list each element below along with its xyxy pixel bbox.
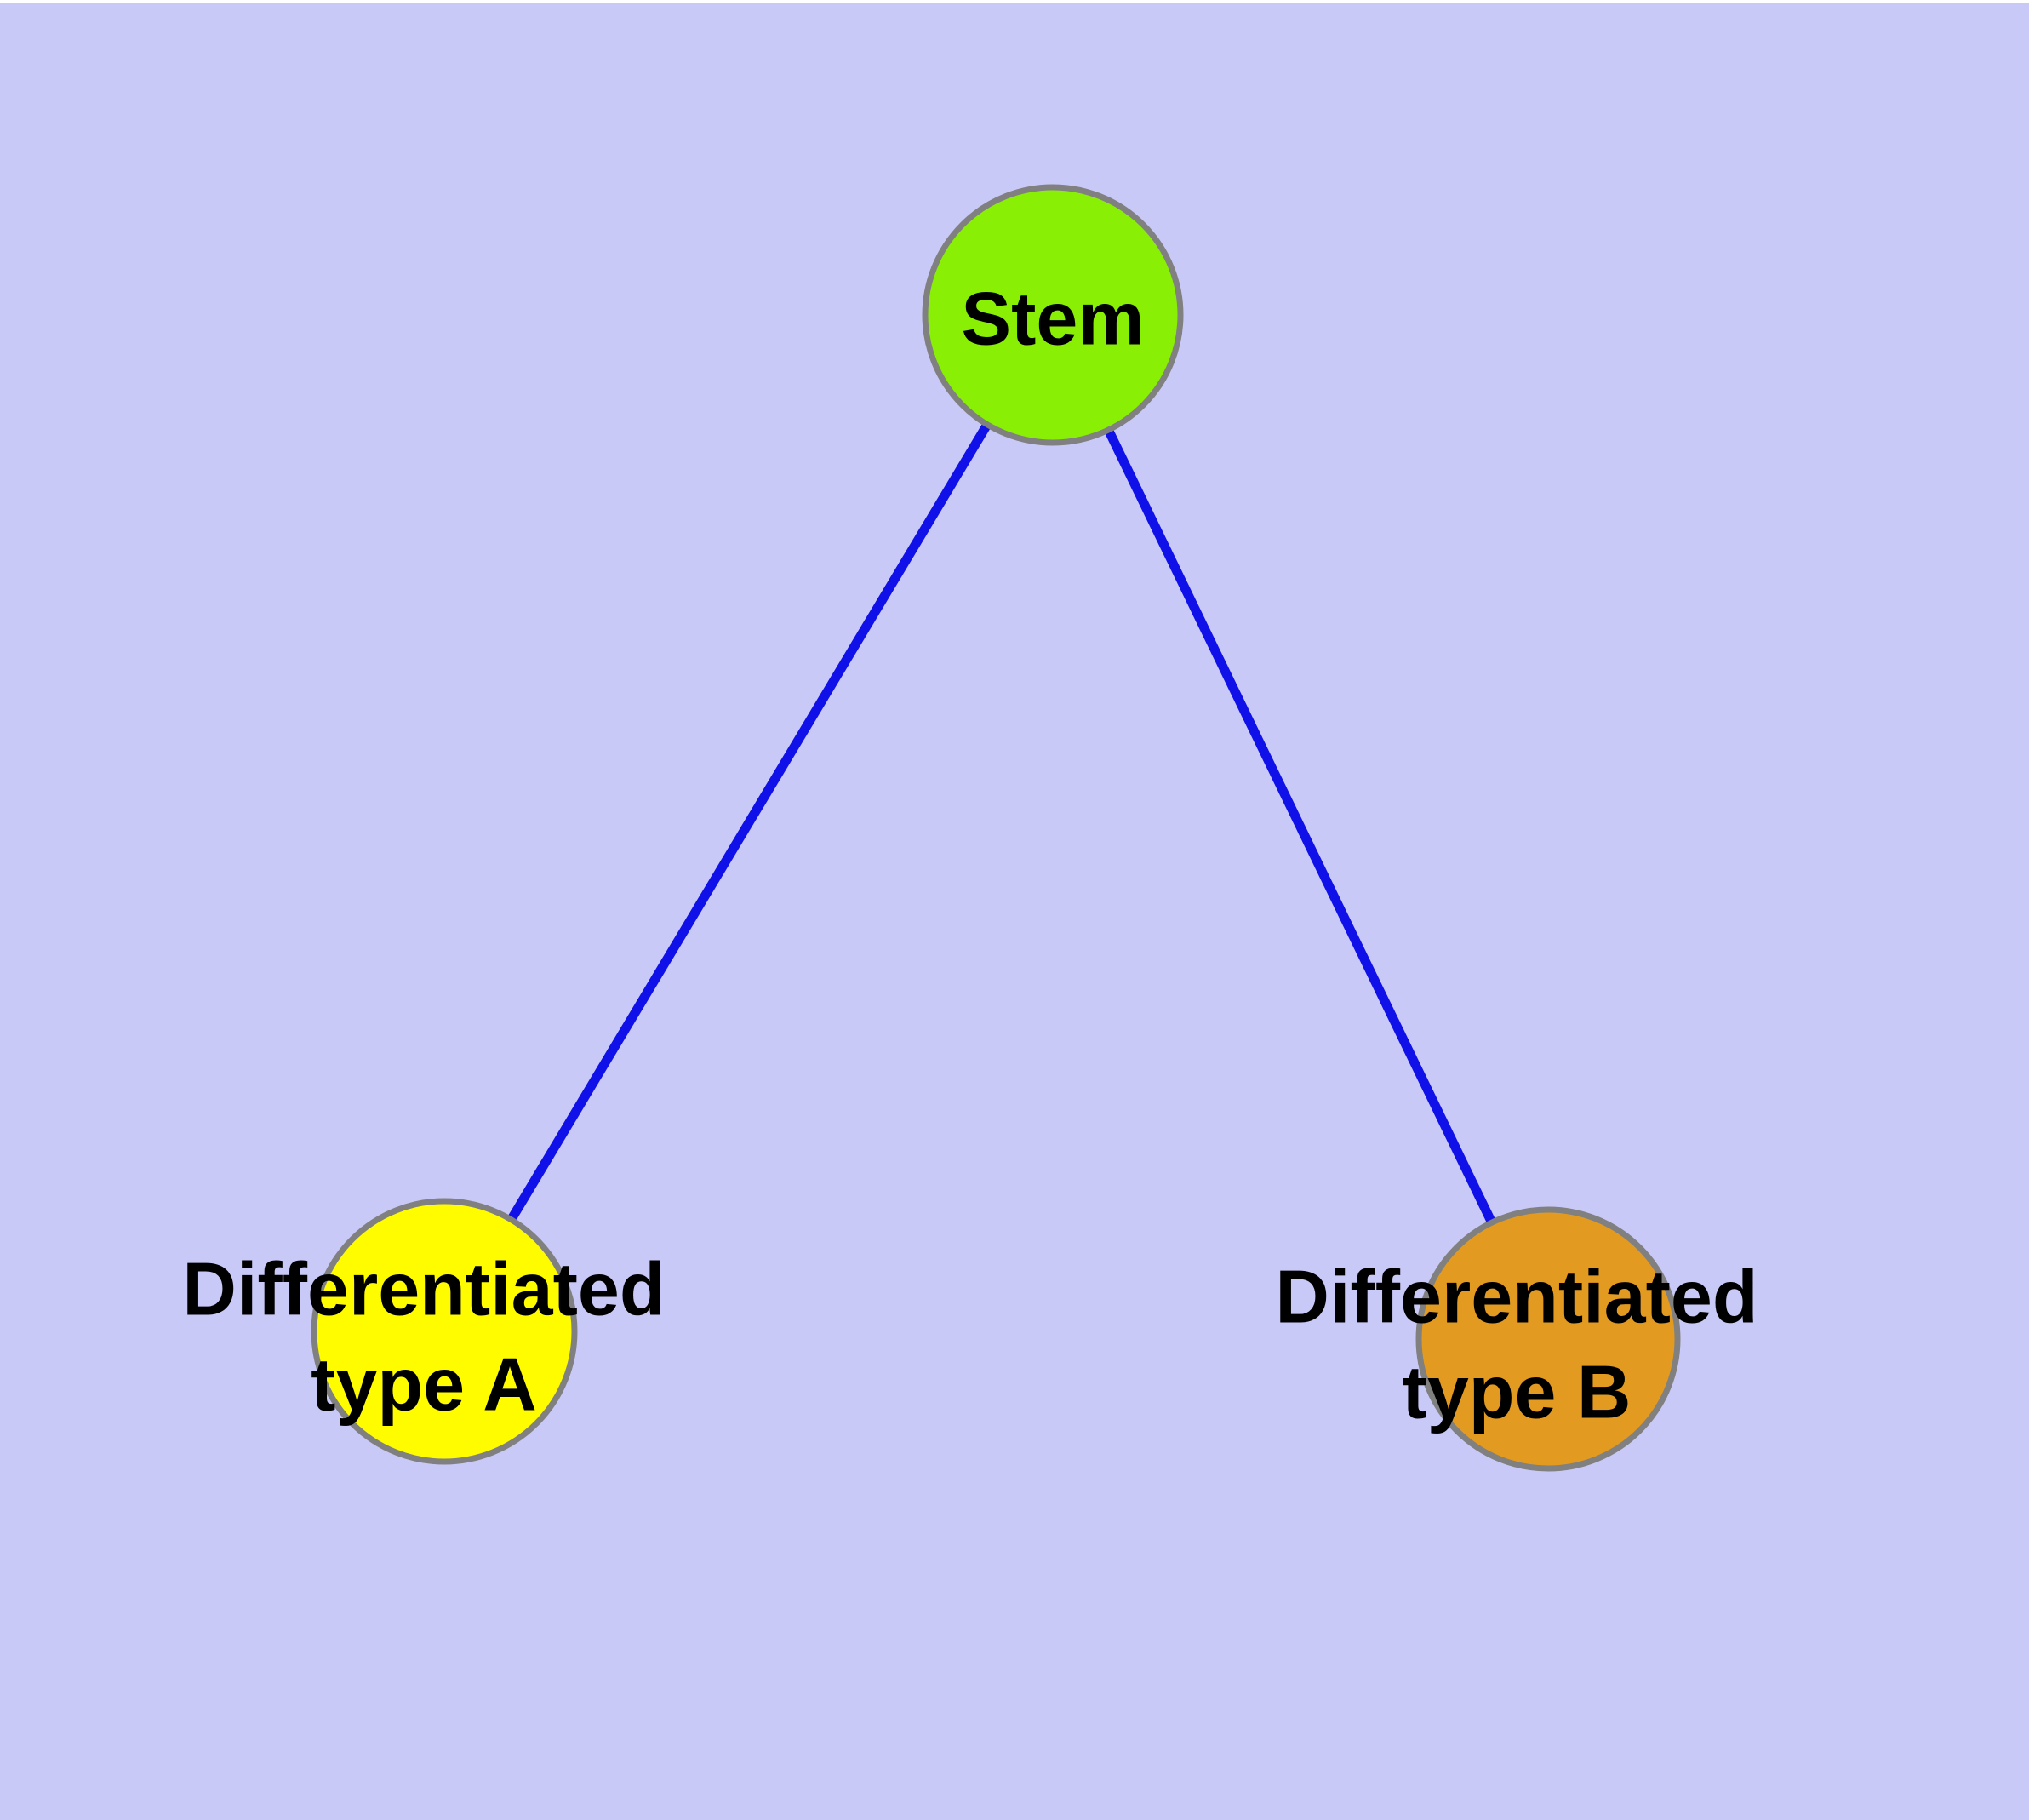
node-label-type-b-line1: Differentiated	[1275, 1255, 1758, 1339]
node-label-stem: Stem	[961, 277, 1144, 361]
edge-stem-to-type-b	[1049, 312, 1552, 1342]
node-differentiated-type-b	[1415, 1206, 1681, 1472]
edge-stem-to-type-a	[440, 312, 1057, 1334]
node-differentiated-type-a	[311, 1198, 578, 1465]
node-stem	[922, 184, 1184, 446]
node-label-type-a-line1: Differentiated	[182, 1247, 665, 1331]
node-label-type-a-line2: type A	[311, 1342, 537, 1427]
node-label-type-b-line2: type B	[1403, 1350, 1632, 1434]
